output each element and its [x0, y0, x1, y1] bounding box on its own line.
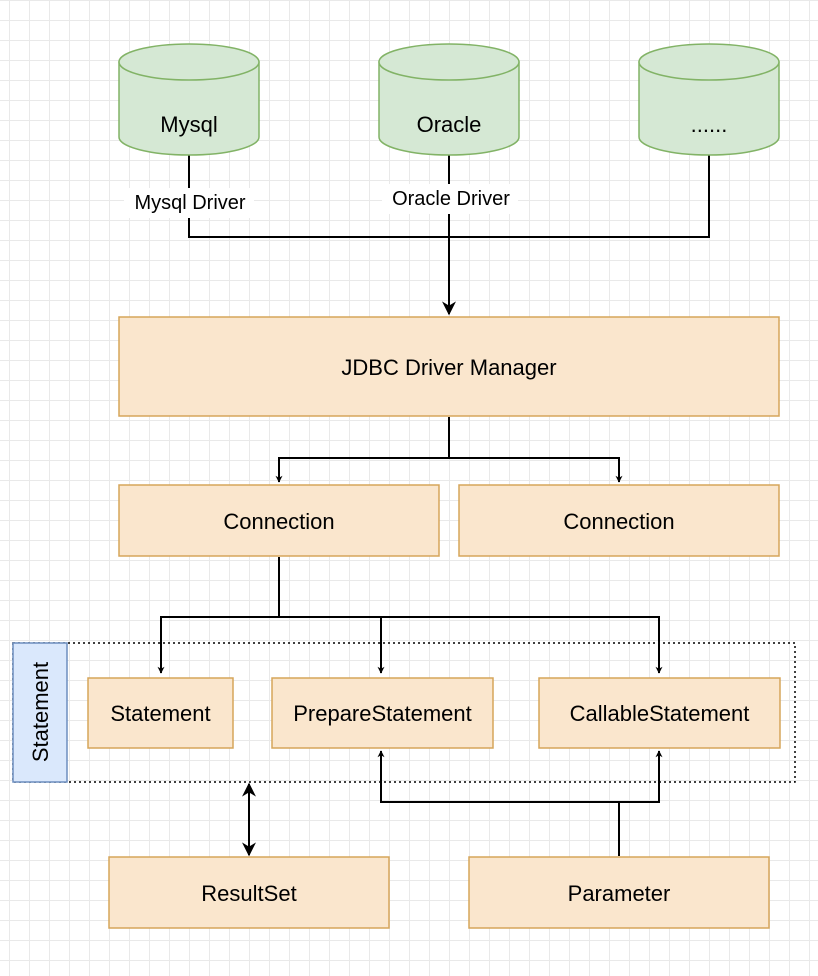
statement-box: Statement [87, 677, 234, 749]
connection-box-1: Connection [118, 484, 440, 557]
manager-to-connections [275, 417, 623, 483]
callable-statement-label: CallableStatement [570, 701, 750, 726]
oracle-database: Oracle [378, 43, 520, 156]
prepare-statement-label: PrepareStatement [293, 701, 472, 726]
database-connectors [188, 155, 710, 316]
statement-group: Statement [12, 642, 796, 783]
parameter-connectors [377, 750, 663, 856]
connection-label-1: Connection [223, 509, 334, 534]
statement-group-label-box [12, 642, 68, 783]
mysql-connector [188, 155, 449, 238]
statement-group-label: Statement [28, 662, 53, 762]
oracle-driver-label: Oracle Driver [392, 188, 510, 210]
oracle-database-label: Oracle [417, 112, 482, 137]
parameter-label: Parameter [568, 881, 671, 906]
statement-label: Statement [110, 701, 210, 726]
other-db-connector [449, 155, 710, 238]
mysql-database-label: Mysql [160, 112, 217, 137]
oracle-driver-label-group: Oracle Driver [382, 184, 518, 214]
resultset-label: ResultSet [201, 881, 296, 906]
driver-manager-label: JDBC Driver Manager [341, 355, 556, 380]
resultset-box: ResultSet [108, 856, 390, 929]
mysql-database: Mysql [118, 43, 260, 156]
mysql-driver-label: Mysql Driver [134, 192, 245, 214]
prepare-statement-box: PrepareStatement [271, 677, 494, 749]
callable-statement-box: CallableStatement [538, 677, 781, 749]
connection-box-2: Connection [458, 484, 780, 557]
connection-label-2: Connection [563, 509, 674, 534]
other-database: ...... [638, 43, 780, 156]
driver-manager-box: JDBC Driver Manager [118, 316, 780, 417]
parameter-box: Parameter [468, 856, 770, 929]
connection-to-statements [157, 557, 663, 674]
other-database-label: ...... [691, 112, 728, 137]
mysql-driver-label-group: Mysql Driver [124, 188, 254, 218]
